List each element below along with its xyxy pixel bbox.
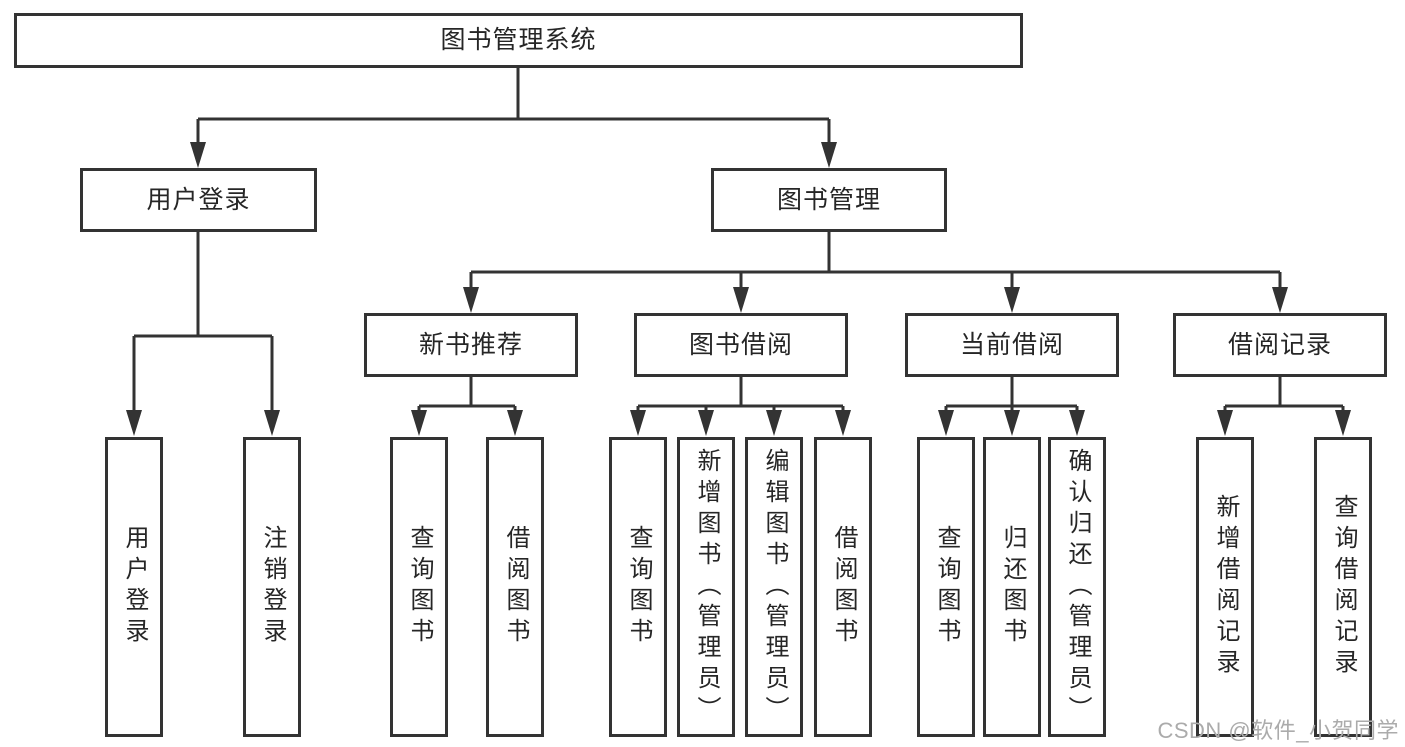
leaf-label: 新增借阅记录 — [1212, 494, 1239, 680]
arrowhead-icons — [126, 142, 1351, 436]
node-label: 图书借阅 — [688, 330, 793, 359]
leaf-add-books-admin: 新增图书（管理员） — [677, 437, 735, 737]
node-root: 图书管理系统 — [14, 13, 1023, 68]
leaf-label: 查询图书 — [625, 525, 652, 649]
leaf-label: 新增图书（管理员） — [693, 447, 720, 727]
leaf-query-books-current: 查询图书 — [917, 437, 975, 737]
leaf-logout: 注销登录 — [243, 437, 301, 737]
node-book-management-module: 图书管理 — [711, 168, 947, 232]
node-user-login-module: 用户登录 — [80, 168, 317, 232]
leaf-label: 查询图书 — [406, 525, 433, 649]
leaf-label: 查询借阅记录 — [1330, 494, 1357, 680]
leaf-label: 查询图书 — [933, 525, 960, 649]
node-label: 借阅记录 — [1227, 330, 1332, 359]
csdn-watermark: CSDN @软件_小贺同学 — [1157, 718, 1399, 743]
leaf-add-borrow-record: 新增借阅记录 — [1196, 437, 1254, 737]
node-label: 用户登录 — [146, 185, 251, 214]
leaf-user-login: 用户登录 — [105, 437, 163, 737]
node-borrowing-records: 借阅记录 — [1173, 313, 1387, 377]
node-root-label: 图书管理系统 — [440, 26, 597, 54]
leaf-label: 确认归还（管理员） — [1064, 447, 1091, 727]
leaf-label: 借阅图书 — [830, 525, 857, 649]
leaf-label: 借阅图书 — [502, 525, 529, 649]
leaf-borrow-books: 借阅图书 — [814, 437, 872, 737]
leaf-label: 用户登录 — [121, 525, 148, 649]
node-label: 当前借阅 — [959, 330, 1064, 359]
leaf-confirm-return-admin: 确认归还（管理员） — [1048, 437, 1106, 737]
node-label: 图书管理 — [776, 185, 881, 214]
leaf-borrow-books-recommend: 借阅图书 — [486, 437, 544, 737]
leaf-label: 编辑图书（管理员） — [761, 447, 788, 727]
leaf-query-books-borrow: 查询图书 — [609, 437, 667, 737]
node-book-borrowing: 图书借阅 — [634, 313, 848, 377]
leaf-edit-books-admin: 编辑图书（管理员） — [745, 437, 803, 737]
leaf-return-books: 归还图书 — [983, 437, 1041, 737]
node-current-borrowing: 当前借阅 — [905, 313, 1119, 377]
leaf-label: 注销登录 — [259, 525, 286, 649]
node-label: 新书推荐 — [418, 330, 523, 359]
leaf-query-borrow-record: 查询借阅记录 — [1314, 437, 1372, 737]
node-new-book-recommend: 新书推荐 — [364, 313, 578, 377]
leaf-query-books-recommend: 查询图书 — [390, 437, 448, 737]
leaf-label: 归还图书 — [999, 525, 1026, 649]
